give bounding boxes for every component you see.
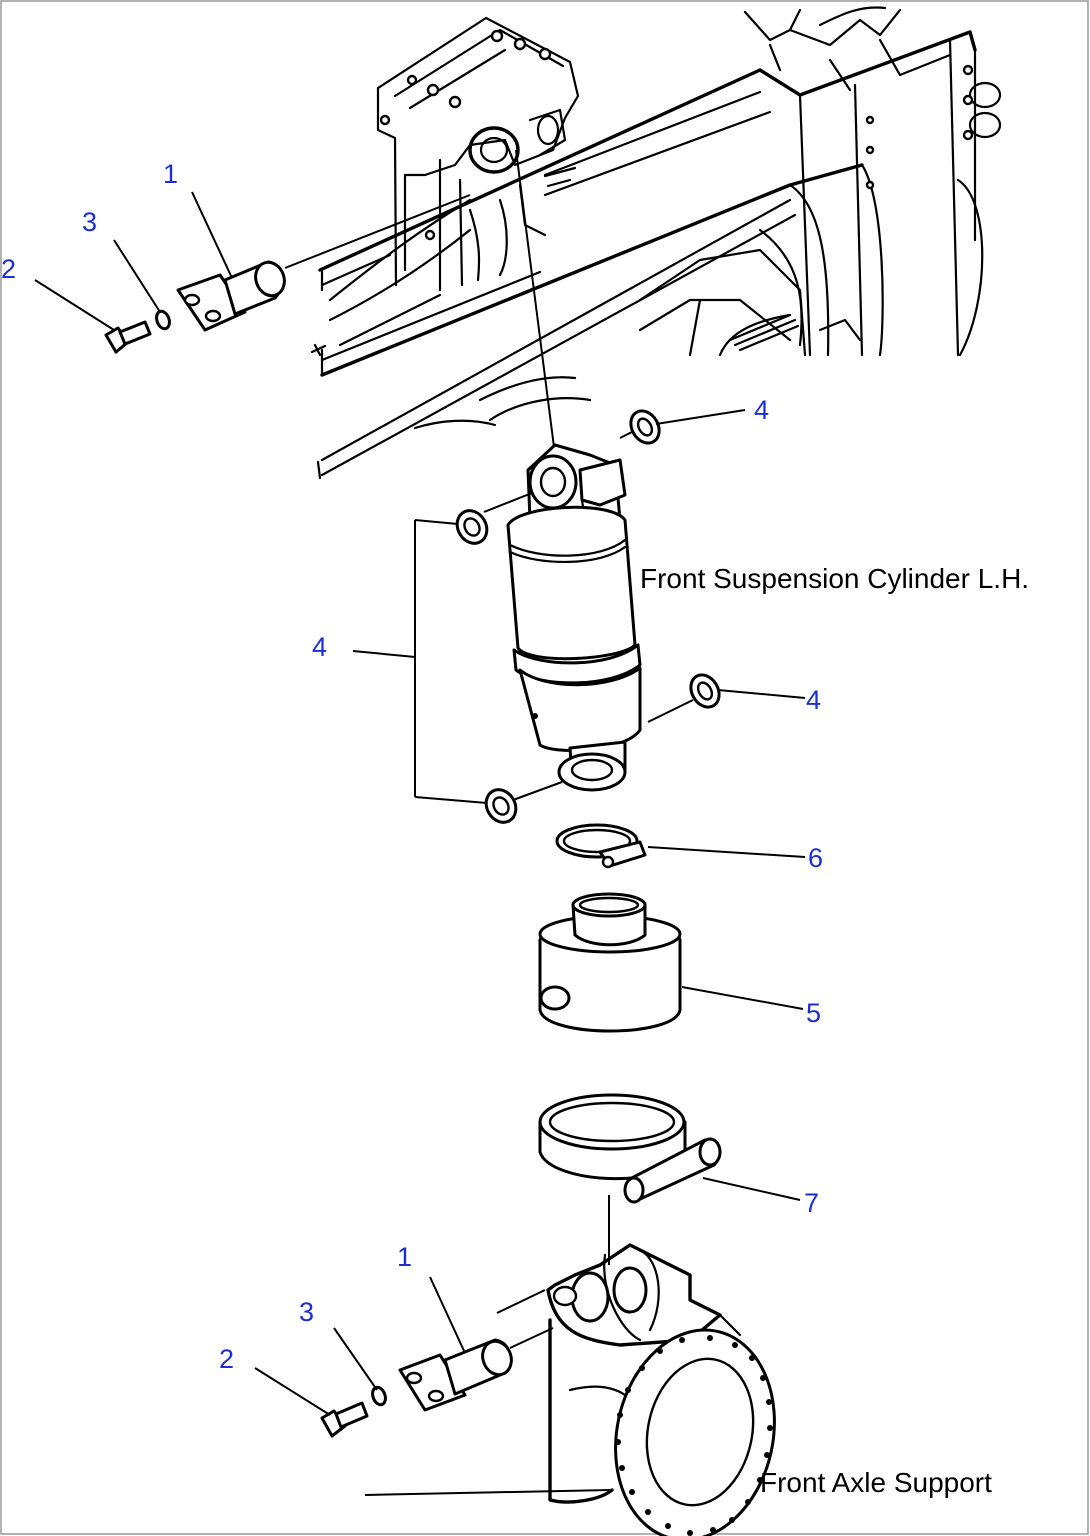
front-axle-support [546, 1243, 776, 1536]
pin-line-lower [496, 1289, 554, 1349]
vehicle-frame [310, 6, 1002, 480]
suspension-cylinder[interactable] [506, 443, 642, 792]
seal-4-lower-left[interactable] [480, 784, 521, 827]
caption-axle-support: Front Axle Support [760, 1467, 992, 1498]
boot-5[interactable] [538, 892, 682, 1033]
pin-line-upper [284, 194, 471, 269]
callout-2-top: 2 [1, 254, 16, 284]
centerline-upper [515, 149, 556, 456]
seal-4-upper-left[interactable] [451, 505, 492, 548]
callout-1-bottom: 1 [397, 1242, 412, 1272]
callout-7: 7 [804, 1188, 819, 1218]
flange-bolt-holes [615, 1335, 773, 1536]
callout-3-bottom: 3 [299, 1297, 314, 1327]
callout-4-upper-right: 4 [754, 395, 769, 425]
callout-3-top: 3 [82, 207, 97, 237]
washer-3-upper[interactable] [154, 309, 171, 331]
caption-cylinder: Front Suspension Cylinder L.H. [640, 563, 1029, 594]
washer-3-lower[interactable] [370, 1385, 387, 1407]
seal-4-upper-right[interactable] [625, 406, 665, 448]
pin-1-upper[interactable] [176, 258, 289, 332]
callout-5: 5 [806, 998, 821, 1028]
callout-6: 6 [808, 843, 823, 873]
callout-1-top: 1 [163, 159, 178, 189]
leader-lines [34, 191, 806, 1496]
band-clamp-7[interactable] [538, 1093, 722, 1204]
clamp-6[interactable] [555, 823, 647, 869]
pin-1-lower[interactable] [398, 1337, 516, 1412]
bolt-2-upper[interactable] [104, 320, 152, 354]
bolt-2-lower[interactable] [320, 1401, 369, 1438]
seal-4-lower-right[interactable] [685, 670, 725, 712]
callout-2-bottom: 2 [219, 1344, 234, 1374]
callout-4-lower-right: 4 [806, 685, 821, 715]
callout-4-left: 4 [312, 632, 327, 662]
